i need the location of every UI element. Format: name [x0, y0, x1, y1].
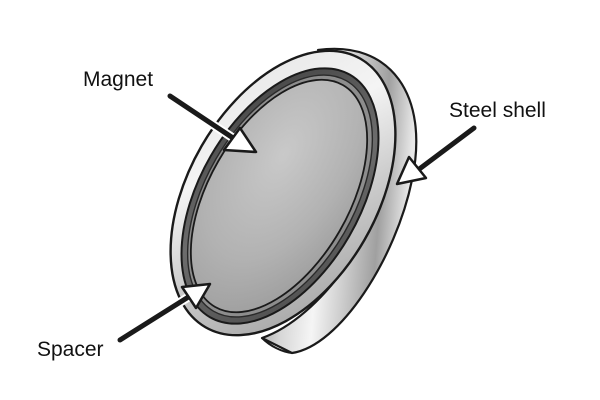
magnet-arrow — [165, 91, 258, 154]
spacer-arrow — [115, 282, 212, 345]
steel-shell-arrow — [395, 123, 479, 186]
steel-shell-label: Steel shell — [449, 99, 546, 122]
magnet-label: Magnet — [83, 68, 154, 91]
spacer-label: Spacer — [37, 338, 104, 361]
